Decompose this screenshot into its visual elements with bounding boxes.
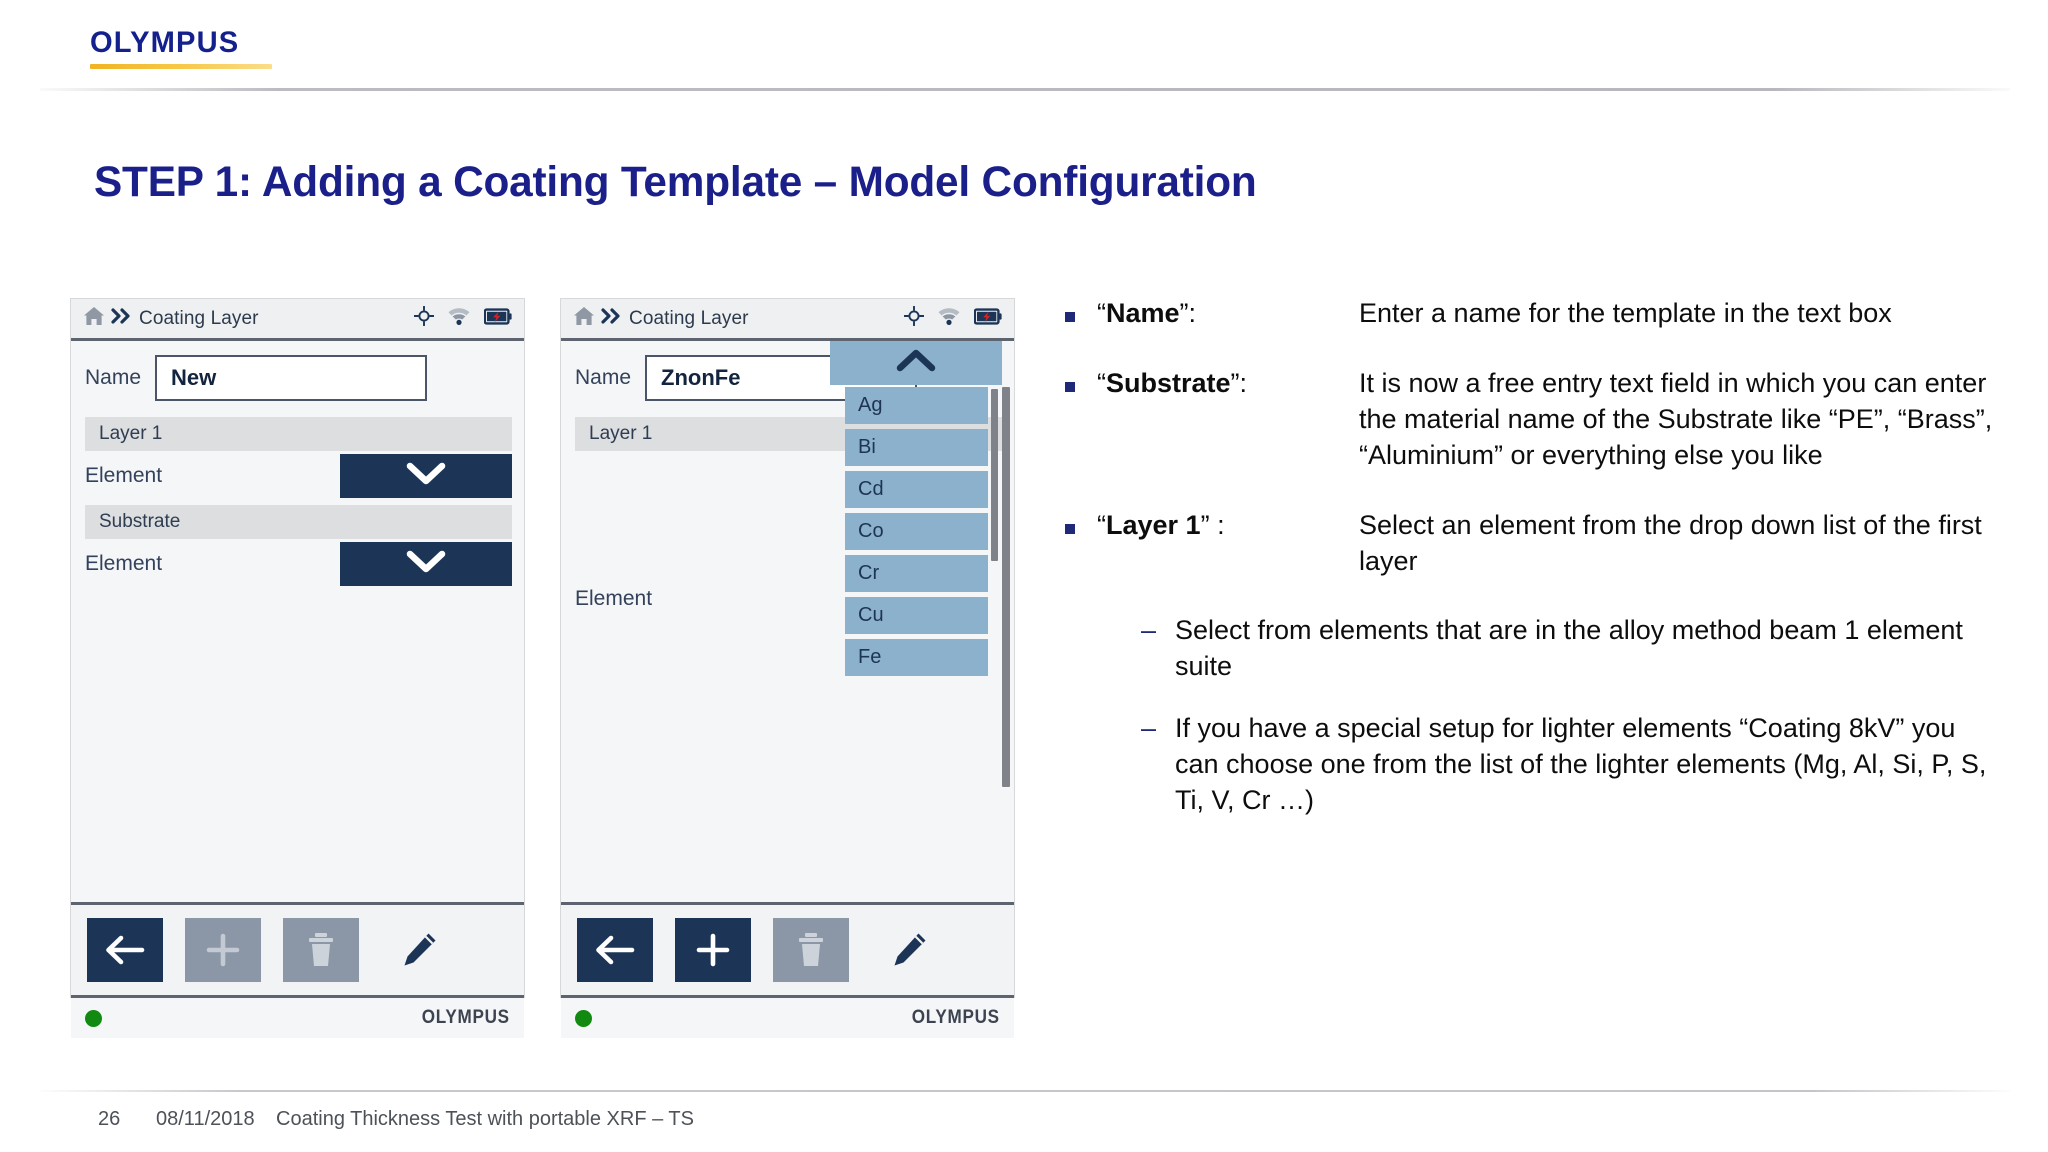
olympus-logo: OLYMPUS	[90, 28, 280, 69]
back-button-right[interactable]	[577, 918, 653, 982]
square-bullet-icon	[1065, 523, 1075, 534]
chevron-down-icon	[404, 549, 448, 580]
dropdown-scrollbar[interactable]	[991, 389, 998, 561]
element-dropdown-substrate-left[interactable]	[340, 542, 512, 586]
dash-bullet-icon: –	[1141, 713, 1157, 744]
footer-divider	[40, 1090, 2010, 1092]
chevron-down-icon	[404, 461, 448, 492]
device-footer-left: OLYMPUS	[71, 998, 524, 1038]
element-label-layer1-right: Element	[575, 587, 653, 610]
list-item[interactable]: Cr	[845, 555, 988, 592]
element-label-layer1-left: Element	[85, 464, 163, 487]
name-input-left[interactable]: New	[155, 355, 428, 401]
device-title-right: Coating Layer	[629, 307, 749, 329]
device-toolbar-left	[71, 902, 524, 998]
list-item[interactable]: Cd	[845, 471, 988, 508]
delete-button-right[interactable]	[773, 918, 849, 982]
edit-button-left[interactable]	[381, 918, 457, 982]
bullet-item-substrate: “Substrate”: It is now a free entry text…	[1065, 366, 2005, 474]
dash-bullet-icon: –	[1141, 615, 1157, 646]
target-icon[interactable]	[413, 305, 435, 331]
bullet-term-substrate-bold: Substrate	[1106, 367, 1231, 398]
element-field-layer1-left: Element	[85, 451, 512, 501]
instructions-list: “Name”: Enter a name for the template in…	[1065, 296, 2005, 845]
wifi-icon[interactable]	[447, 307, 471, 330]
sub-bullet-item-2: – If you have a special setup for lighte…	[1141, 711, 2005, 819]
bullet-body-name: Enter a name for the template in the tex…	[1359, 298, 1892, 328]
slide-footer: 26 08/11/2018 Coating Thickness Test wit…	[98, 1108, 694, 1131]
name-row-left: Name New	[71, 341, 524, 413]
home-icon[interactable]	[83, 306, 105, 331]
wifi-icon[interactable]	[937, 307, 961, 330]
olympus-logo-underline	[90, 64, 272, 69]
device-body-left: Name New Layer 1 Element Substrate Eleme…	[71, 341, 524, 902]
page-title: STEP 1: Adding a Coating Template – Mode…	[94, 158, 1257, 206]
bullet-term-name-bold: Name	[1106, 298, 1180, 328]
edit-button-right[interactable]	[871, 918, 947, 982]
device-body-right: Name ZnonFe Layer 1 Element Ag Bi Cd Co …	[561, 341, 1014, 902]
double-chevron-right-icon[interactable]	[111, 308, 133, 329]
list-item[interactable]: Bi	[845, 429, 988, 466]
element-label-substrate-left: Element	[85, 552, 163, 575]
device-header-left: Coating Layer	[71, 299, 524, 341]
sub-bullet-text-1: Select from elements that are in the all…	[1175, 615, 1963, 682]
section-header-substrate-left: Substrate	[85, 505, 512, 539]
bullet-term-name: “Name”:	[1097, 298, 1197, 328]
device-screenshot-right: Coating Layer Name ZnonFe Layer 1 Ele	[560, 298, 1015, 1038]
battery-charging-icon[interactable]	[973, 307, 1002, 330]
target-icon[interactable]	[903, 305, 925, 331]
element-dropdown-list[interactable]: Ag Bi Cd Co Cr Cu Fe	[845, 387, 988, 681]
delete-button-left[interactable]	[283, 918, 359, 982]
olympus-logo-text: OLYMPUS	[90, 26, 240, 59]
home-icon[interactable]	[573, 306, 595, 331]
device-footer-right: OLYMPUS	[561, 998, 1014, 1038]
device-brand-right: OLYMPUS	[911, 1007, 1000, 1028]
double-chevron-right-icon[interactable]	[601, 308, 623, 329]
bullet-term-substrate: “Substrate”:	[1097, 367, 1248, 398]
device-toolbar-right	[561, 902, 1014, 998]
square-bullet-icon	[1065, 381, 1075, 392]
sub-bullet-item-1: – Select from elements that are in the a…	[1141, 613, 2005, 685]
device-screenshot-left: Coating Layer Name New Layer 1	[70, 298, 525, 1038]
device-title-left: Coating Layer	[139, 307, 259, 329]
bullet-item-layer1: “Layer 1” : Select an element from the d…	[1065, 508, 2005, 580]
list-item[interactable]: Cu	[845, 597, 988, 634]
element-dropdown-layer1-right[interactable]	[830, 341, 1002, 385]
name-label-right: Name	[575, 366, 632, 389]
name-label-left: Name	[85, 366, 142, 389]
section-header-layer1-left: Layer 1	[85, 417, 512, 451]
header-divider	[40, 88, 2010, 91]
chevron-up-icon	[894, 348, 938, 379]
list-item[interactable]: Co	[845, 513, 988, 550]
sub-bullet-text-2: If you have a special setup for lighter …	[1175, 713, 1987, 816]
back-button-left[interactable]	[87, 918, 163, 982]
battery-charging-icon[interactable]	[483, 307, 512, 330]
bullet-term-layer1-bold: Layer 1	[1106, 509, 1201, 540]
page-scrollbar-right[interactable]	[1002, 387, 1010, 787]
device-brand-left: OLYMPUS	[421, 1007, 510, 1028]
bullet-body-layer1: Select an element from the drop down lis…	[1359, 509, 1982, 576]
device-header-right: Coating Layer	[561, 299, 1014, 341]
square-bullet-icon	[1065, 312, 1075, 322]
element-dropdown-layer1-left[interactable]	[340, 454, 512, 498]
status-indicator-left	[85, 1009, 102, 1027]
bullet-term-layer1: “Layer 1” :	[1097, 509, 1225, 540]
add-button-right[interactable]	[675, 918, 751, 982]
bullet-item-name: “Name”: Enter a name for the template in…	[1065, 296, 2005, 332]
footer-date: 08/11/2018	[156, 1108, 255, 1130]
list-item[interactable]: Fe	[845, 639, 988, 676]
status-indicator-right	[575, 1009, 592, 1027]
list-item[interactable]: Ag	[845, 387, 988, 424]
element-field-substrate-left: Element	[85, 539, 512, 589]
page-number: 26	[98, 1108, 121, 1130]
bullet-body-substrate: It is now a free entry text field in whi…	[1359, 367, 1993, 470]
add-button-left[interactable]	[185, 918, 261, 982]
footer-text: Coating Thickness Test with portable XRF…	[276, 1108, 694, 1130]
